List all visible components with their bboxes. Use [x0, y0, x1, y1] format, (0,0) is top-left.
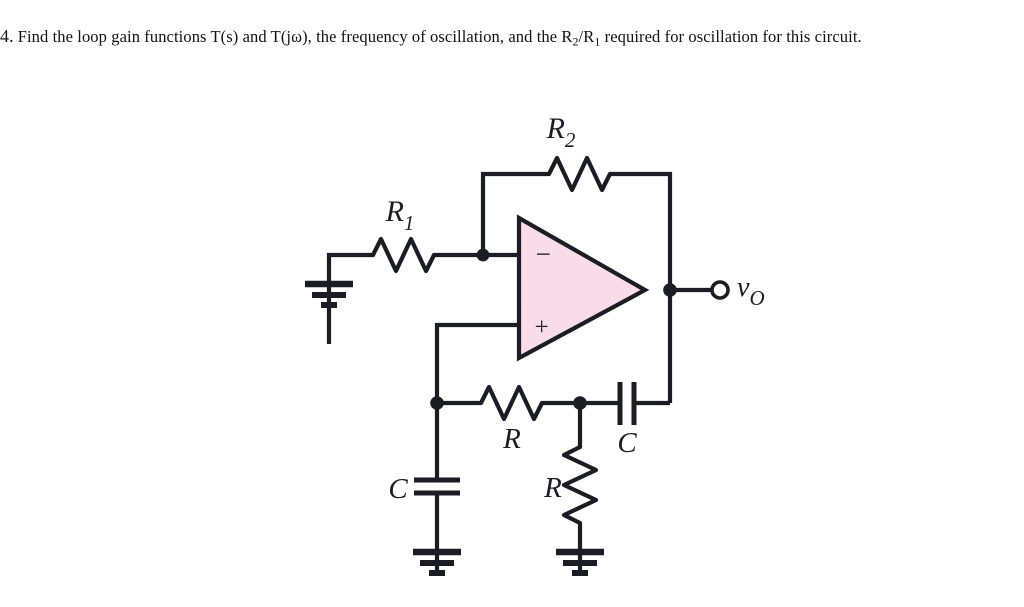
- junction-node-b: [573, 396, 587, 410]
- opamp-noninverting-sign: +: [533, 314, 550, 341]
- capacitor-c-shunt: [414, 477, 460, 496]
- junction-inverting-node: [476, 248, 490, 262]
- label-r-shunt: R: [543, 472, 562, 504]
- wire-noninverting-to-node-a: [434, 322, 519, 403]
- label-c-shunt: C: [388, 473, 408, 505]
- ground-c-shunt: [413, 548, 461, 576]
- resistor-r-series-body: [474, 384, 549, 422]
- junction-node-a: [430, 396, 444, 410]
- output-terminal-circle: [710, 280, 730, 300]
- resistor-r-shunt-body: [561, 440, 599, 530]
- problem-text-part-3: required for oscillation for this circui…: [600, 27, 862, 46]
- label-vout: vO: [737, 272, 765, 310]
- ground-r-shunt: [556, 548, 604, 576]
- label-r2: R2: [546, 112, 576, 152]
- wire-ground-to-r1: [326, 252, 366, 344]
- problem-statement: 4.Find the loop gain functions T(s) and …: [0, 25, 1018, 49]
- opamp-inverting-sign: −: [534, 239, 552, 269]
- label-r-series: R: [502, 423, 521, 455]
- capacitor-c-series: [617, 382, 637, 425]
- circuit-diagram: − + R2 R1 R R C: [0, 60, 1024, 607]
- ground-left: [305, 280, 353, 308]
- problem-subscript-1: 1: [594, 34, 601, 49]
- label-c-series: C: [617, 427, 637, 459]
- problem-text-part-1: Find the loop gain functions T(s) and T(…: [17, 27, 573, 46]
- label-r1: R1: [385, 195, 415, 235]
- resistor-r2-body: [542, 155, 617, 193]
- wire-r2-to-output-rail: [617, 171, 673, 403]
- problem-subscript-2: 2: [572, 34, 579, 49]
- problem-number: 4.: [0, 26, 14, 46]
- junction-output-node: [663, 283, 677, 297]
- problem-text-part-2: /R: [578, 27, 595, 46]
- resistor-r1-body: [366, 236, 441, 274]
- circuit-svg: − + R2 R1 R R C: [305, 112, 765, 576]
- opamp-triangle: [516, 214, 650, 362]
- wire-inverting-node-to-r2: [480, 171, 542, 255]
